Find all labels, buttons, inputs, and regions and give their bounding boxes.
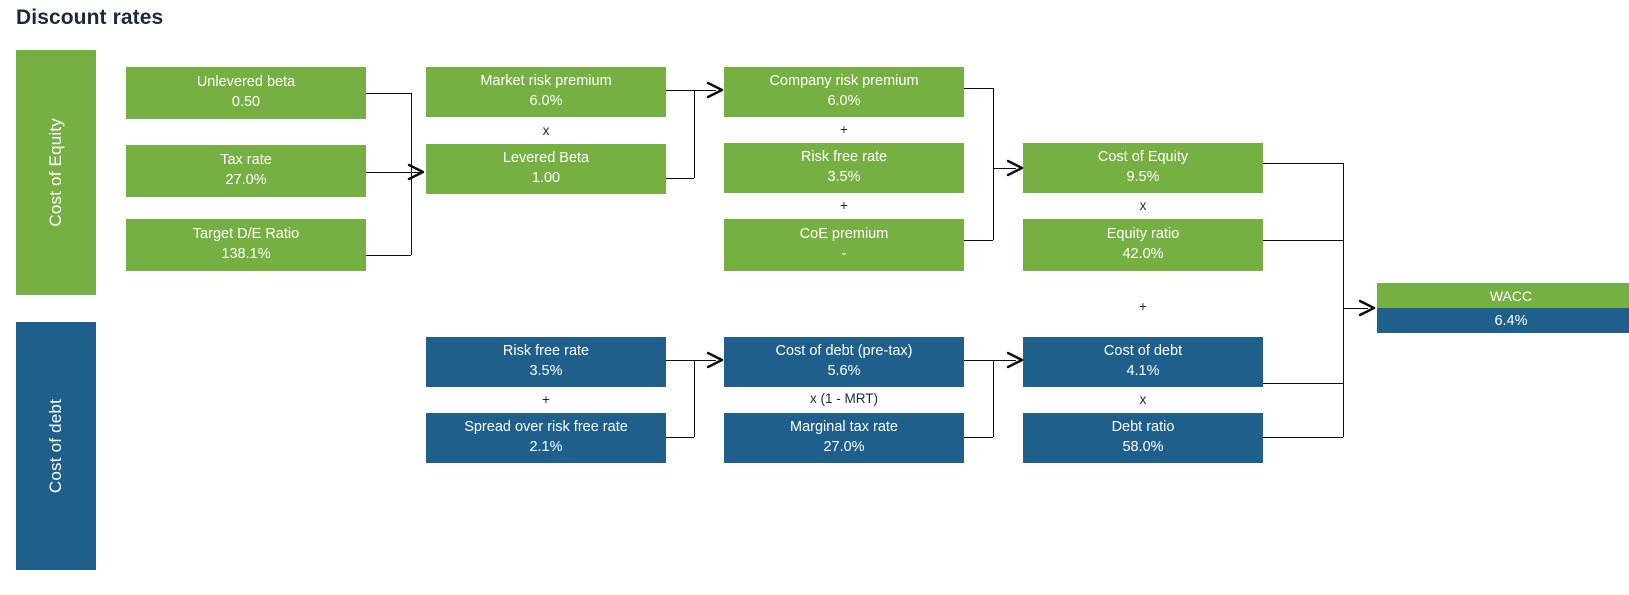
box-value: 42.0%: [1122, 246, 1164, 262]
box-label: Target D/E Ratio: [192, 226, 300, 243]
box-label: Risk free rate: [800, 149, 888, 166]
connector-line: [993, 88, 994, 240]
connector-line: [366, 255, 411, 256]
box-equity-ratio[interactable]: Equity ratio 42.0%: [1023, 219, 1263, 271]
connector-line: [993, 360, 1016, 361]
connector-line: [1263, 383, 1343, 384]
band-cost-of-equity-label: Cost of Equity: [46, 118, 65, 227]
box-label: Debt ratio: [1111, 419, 1175, 436]
box-value: 2.1%: [529, 439, 563, 455]
box-debt-ratio[interactable]: Debt ratio 58.0%: [1023, 413, 1263, 463]
connector-line: [964, 360, 993, 361]
wacc-value: 6.4%: [1377, 308, 1629, 333]
box-levered-beta[interactable]: Levered Beta 1.00: [426, 144, 666, 194]
box-label: CoE premium: [799, 226, 889, 243]
box-target-de-ratio[interactable]: Target D/E Ratio 138.1%: [126, 219, 366, 271]
box-risk-free-rate-debt[interactable]: Risk free rate 3.5%: [426, 337, 666, 387]
box-label: Spread over risk free rate: [464, 419, 628, 436]
operator-after-tax: x (1 - MRT): [810, 391, 878, 406]
operator-plus: +: [542, 392, 550, 407]
connector-line: [366, 172, 420, 173]
box-value: 0.50: [231, 94, 261, 110]
box-label: Cost of Equity: [1097, 149, 1189, 166]
box-value: 1.00: [531, 170, 561, 186]
operator-plus: +: [840, 198, 848, 213]
connector-line: [666, 360, 694, 361]
operator-plus-wacc: +: [1139, 299, 1147, 314]
arrow-to-cost-of-debt-pretax: [706, 351, 726, 369]
connector-line: [694, 90, 695, 178]
box-value: 27.0%: [823, 439, 865, 455]
box-risk-free-rate-equity[interactable]: Risk free rate 3.5%: [724, 143, 964, 193]
connector-line: [1343, 163, 1344, 437]
box-company-risk-premium[interactable]: Company risk premium 6.0%: [724, 67, 964, 117]
box-label: Cost of debt (pre-tax): [775, 343, 913, 360]
page-title: Discount rates: [16, 6, 164, 29]
operator-plus: +: [840, 122, 848, 137]
box-tax-rate[interactable]: Tax rate 27.0%: [126, 145, 366, 197]
box-label: Equity ratio: [1106, 226, 1180, 243]
box-coe-premium[interactable]: CoE premium -: [724, 219, 964, 271]
connector-line: [1263, 240, 1343, 241]
box-value: 27.0%: [225, 172, 267, 188]
box-label: Market risk premium: [480, 73, 612, 90]
connector-line: [694, 360, 716, 361]
box-value: 3.5%: [827, 169, 861, 185]
band-cost-of-equity: Cost of Equity: [16, 50, 96, 295]
box-spread-over-risk-free-rate[interactable]: Spread over risk free rate 2.1%: [426, 413, 666, 463]
box-value: 4.1%: [1126, 363, 1160, 379]
connector-line: [666, 90, 694, 91]
connector-line: [964, 437, 993, 438]
connector-line: [964, 88, 993, 89]
box-label: Cost of debt: [1103, 343, 1183, 360]
connector-line: [666, 178, 694, 179]
connector-line: [411, 93, 412, 255]
box-label: Tax rate: [220, 152, 272, 169]
operator-multiply: x: [1139, 392, 1147, 407]
connector-line: [666, 437, 694, 438]
connector-line: [366, 93, 411, 94]
arrow-to-levered-beta: [407, 163, 427, 181]
connector-line: [694, 360, 695, 437]
box-value: 6.0%: [827, 93, 861, 109]
arrow-to-cost-of-debt: [1006, 351, 1026, 369]
connector-line: [694, 90, 716, 91]
connector-line: [993, 168, 1016, 169]
box-label: Marginal tax rate: [790, 419, 898, 436]
box-value: 6.0%: [529, 93, 563, 109]
box-label: Risk free rate: [502, 343, 590, 360]
operator-multiply: x: [1139, 198, 1147, 213]
box-value: 9.5%: [1126, 169, 1160, 185]
box-market-risk-premium[interactable]: Market risk premium 6.0%: [426, 67, 666, 117]
box-value: -: [841, 246, 847, 262]
connector-line: [1343, 308, 1368, 309]
box-cost-of-debt[interactable]: Cost of debt 4.1%: [1023, 337, 1263, 387]
wacc-label: WACC: [1377, 283, 1629, 308]
connector-line: [1263, 163, 1343, 164]
arrow-to-cost-of-equity: [1006, 159, 1026, 177]
box-value: 58.0%: [1122, 439, 1164, 455]
arrow-to-wacc: [1358, 299, 1378, 317]
box-label: Unlevered beta: [196, 74, 296, 91]
box-label: Levered Beta: [502, 150, 590, 167]
operator-multiply: x: [542, 123, 550, 138]
arrow-to-company-risk-premium: [706, 81, 726, 99]
box-cost-of-debt-pretax[interactable]: Cost of debt (pre-tax) 5.6%: [724, 337, 964, 387]
box-unlevered-beta[interactable]: Unlevered beta 0.50: [126, 67, 366, 119]
box-marginal-tax-rate[interactable]: Marginal tax rate 27.0%: [724, 413, 964, 463]
box-cost-of-equity[interactable]: Cost of Equity 9.5%: [1023, 143, 1263, 193]
box-value: 138.1%: [221, 246, 271, 262]
connector-line: [964, 240, 993, 241]
band-cost-of-debt-label: Cost of debt: [46, 398, 65, 494]
band-cost-of-debt: Cost of debt: [16, 322, 96, 570]
box-label: Company risk premium: [769, 73, 919, 90]
box-value: 3.5%: [529, 363, 563, 379]
connector-line: [993, 360, 994, 437]
box-value: 5.6%: [827, 363, 861, 379]
connector-line: [1263, 437, 1343, 438]
box-wacc[interactable]: WACC 6.4%: [1377, 283, 1629, 333]
